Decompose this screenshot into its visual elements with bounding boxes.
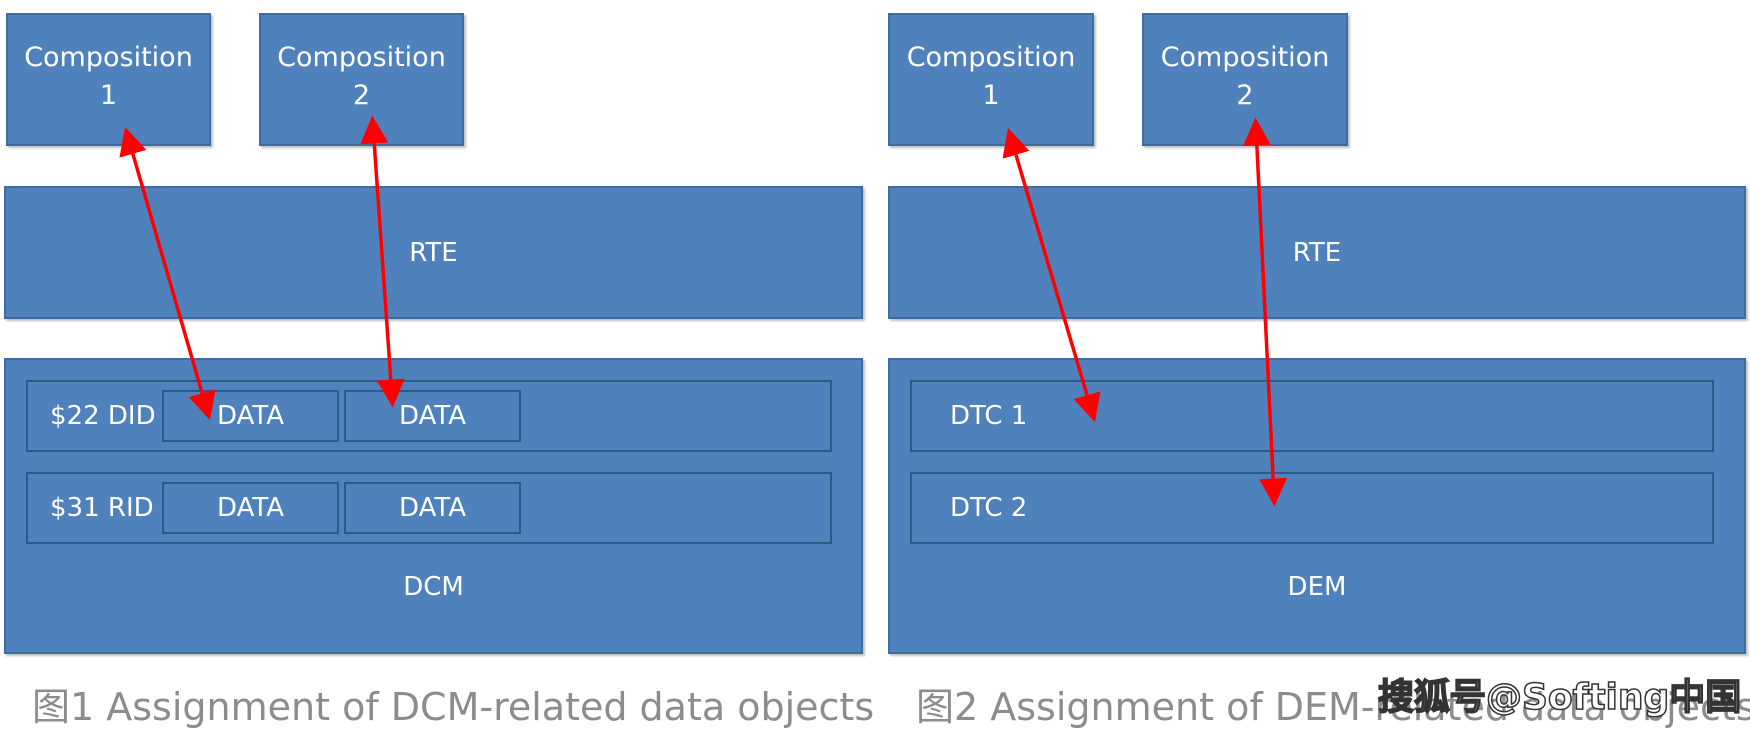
watermark-text: 搜狐号@Softing中国 xyxy=(1377,676,1742,719)
right-dem-label: DEM xyxy=(1287,572,1347,602)
left-composition-2-title: Composition xyxy=(277,41,446,73)
right-composition-2-number: 2 xyxy=(1236,79,1254,111)
left-did-row-label: $22 DID xyxy=(50,401,156,431)
right-rte-label: RTE xyxy=(1292,238,1342,268)
right-composition-1-title: Composition xyxy=(906,41,1076,73)
left-composition-1-number: 1 xyxy=(99,79,118,111)
right-dtc-1-row: DTC 1 xyxy=(910,380,1714,452)
right-dtc-2-label: DTC 2 xyxy=(950,493,1028,523)
left-dcm-module: $22 DID DATA DATA $31 RID DATA DATA DCM xyxy=(4,358,863,654)
left-caption: 图1 Assignment of DCM-related data object… xyxy=(32,685,875,729)
left-composition-1-title: Composition xyxy=(24,41,193,73)
right-rte-layer: RTE xyxy=(888,186,1746,319)
right-composition-2-box: Composition 2 xyxy=(1142,13,1348,146)
left-rid-data-2: DATA xyxy=(344,482,521,534)
right-composition-1-number: 1 xyxy=(982,79,1000,111)
right-dem-module: DTC 1 DTC 2 DEM xyxy=(888,358,1746,654)
left-composition-2-box: Composition 2 xyxy=(259,13,464,146)
left-rte-layer: RTE xyxy=(4,186,863,319)
left-did-data-1: DATA xyxy=(162,390,339,442)
right-caption: 图2 Assignment of DEM-related data object… xyxy=(916,685,1750,729)
left-did-data-2: DATA xyxy=(344,390,521,442)
left-composition-2-number: 2 xyxy=(352,79,371,111)
left-rte-label: RTE xyxy=(409,238,458,268)
left-rid-row-label: $31 RID xyxy=(50,493,154,523)
right-dtc-2-row: DTC 2 xyxy=(910,472,1714,544)
left-did-row: $22 DID DATA DATA xyxy=(26,380,832,452)
right-composition-1-box: Composition 1 xyxy=(888,13,1094,146)
left-rid-data-1: DATA xyxy=(162,482,339,534)
right-composition-2-title: Composition xyxy=(1160,41,1330,73)
left-composition-1-box: Composition 1 xyxy=(6,13,211,146)
right-dtc-1-label: DTC 1 xyxy=(950,401,1028,431)
left-dcm-label: DCM xyxy=(403,572,464,602)
left-rid-row: $31 RID DATA DATA xyxy=(26,472,832,544)
